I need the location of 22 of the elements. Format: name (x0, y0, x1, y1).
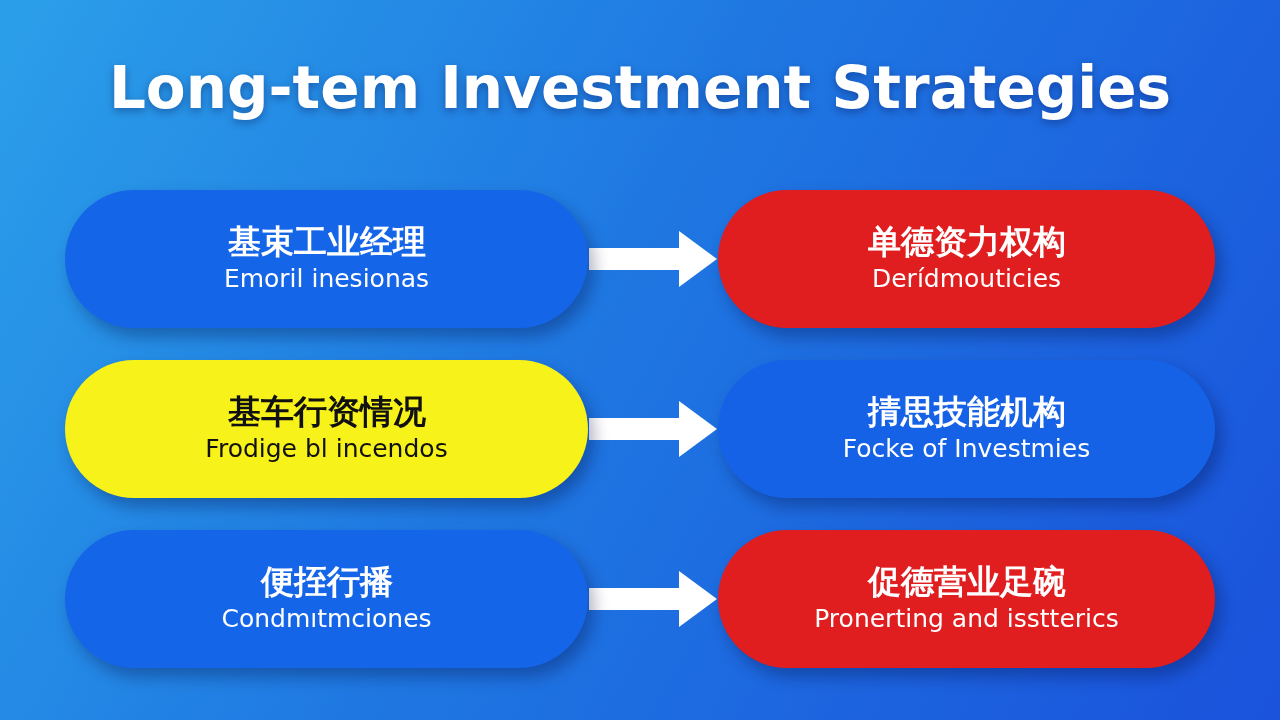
box-subtitle: Emoril inesionas (223, 263, 430, 295)
arrow (589, 231, 717, 287)
rounded-box (718, 360, 1215, 498)
arrow (589, 401, 717, 457)
box-subtitle: Frodige bl incendos (205, 433, 448, 465)
box-heading: 便挃行播 (260, 562, 393, 602)
rounded-box (718, 190, 1215, 328)
box-subtitle: Condmıtmciones (221, 603, 432, 635)
box-heading: 促德营业足碗 (867, 562, 1066, 602)
box-subtitle: Derídmouticies (871, 263, 1062, 295)
rounded-box (718, 530, 1215, 668)
rounded-box (65, 530, 588, 668)
box-heading: 基束工业经理 (227, 222, 426, 262)
box-subtitle: Pronerting and isstterics (814, 603, 1119, 635)
page-title: Long-tem Investment Strategies (108, 53, 1172, 124)
arrow (589, 571, 717, 627)
box-subtitle: Focke of Investmies (842, 433, 1091, 465)
rounded-box (65, 190, 588, 328)
box-heading: 基车行资情况 (227, 392, 426, 432)
rounded-box (65, 360, 588, 498)
box-heading: 掅思技能机构 (867, 392, 1066, 432)
box-heading: 单德资力权构 (867, 222, 1066, 262)
